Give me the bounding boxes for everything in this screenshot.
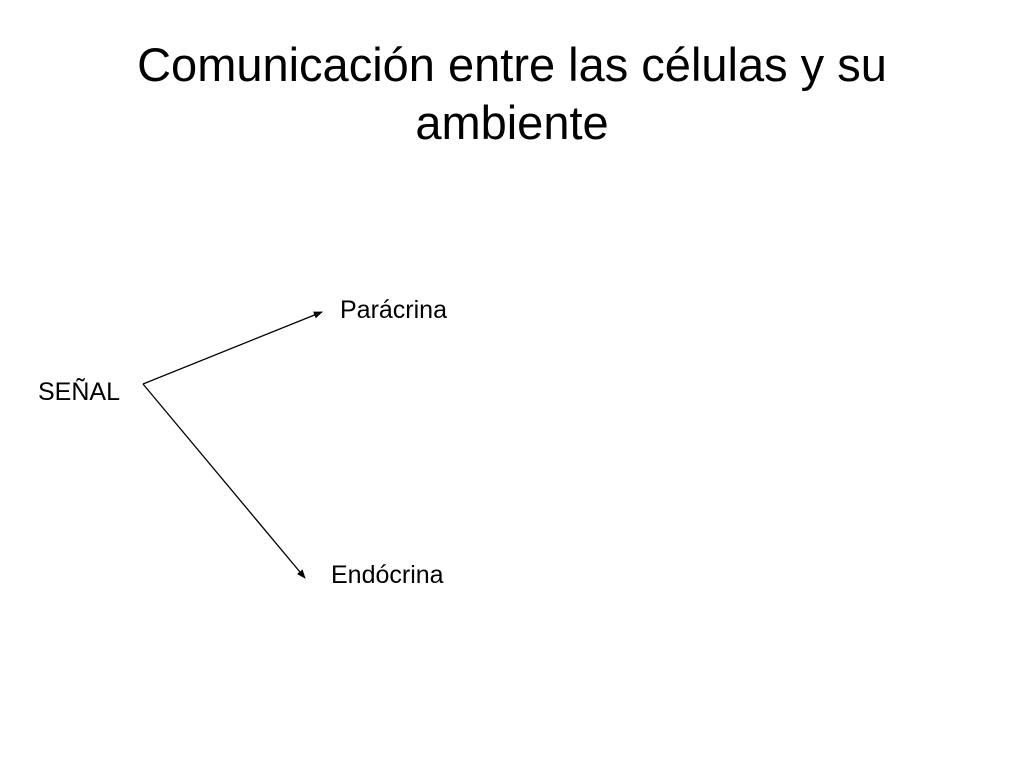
paracrina-node-label: Parácrina [340,296,447,324]
arrow-to-endocrina [142,383,306,579]
slide-title-line-1: Comunicación entre las células y su [137,38,887,91]
slide-title: Comunicación entre las células y su ambi… [0,36,1024,152]
endocrina-node-label: Endócrina [331,561,444,589]
signal-node-label: SEÑAL [38,378,120,406]
arrow-to-paracrina [142,311,323,385]
slide-title-line-2: ambiente [415,96,609,149]
